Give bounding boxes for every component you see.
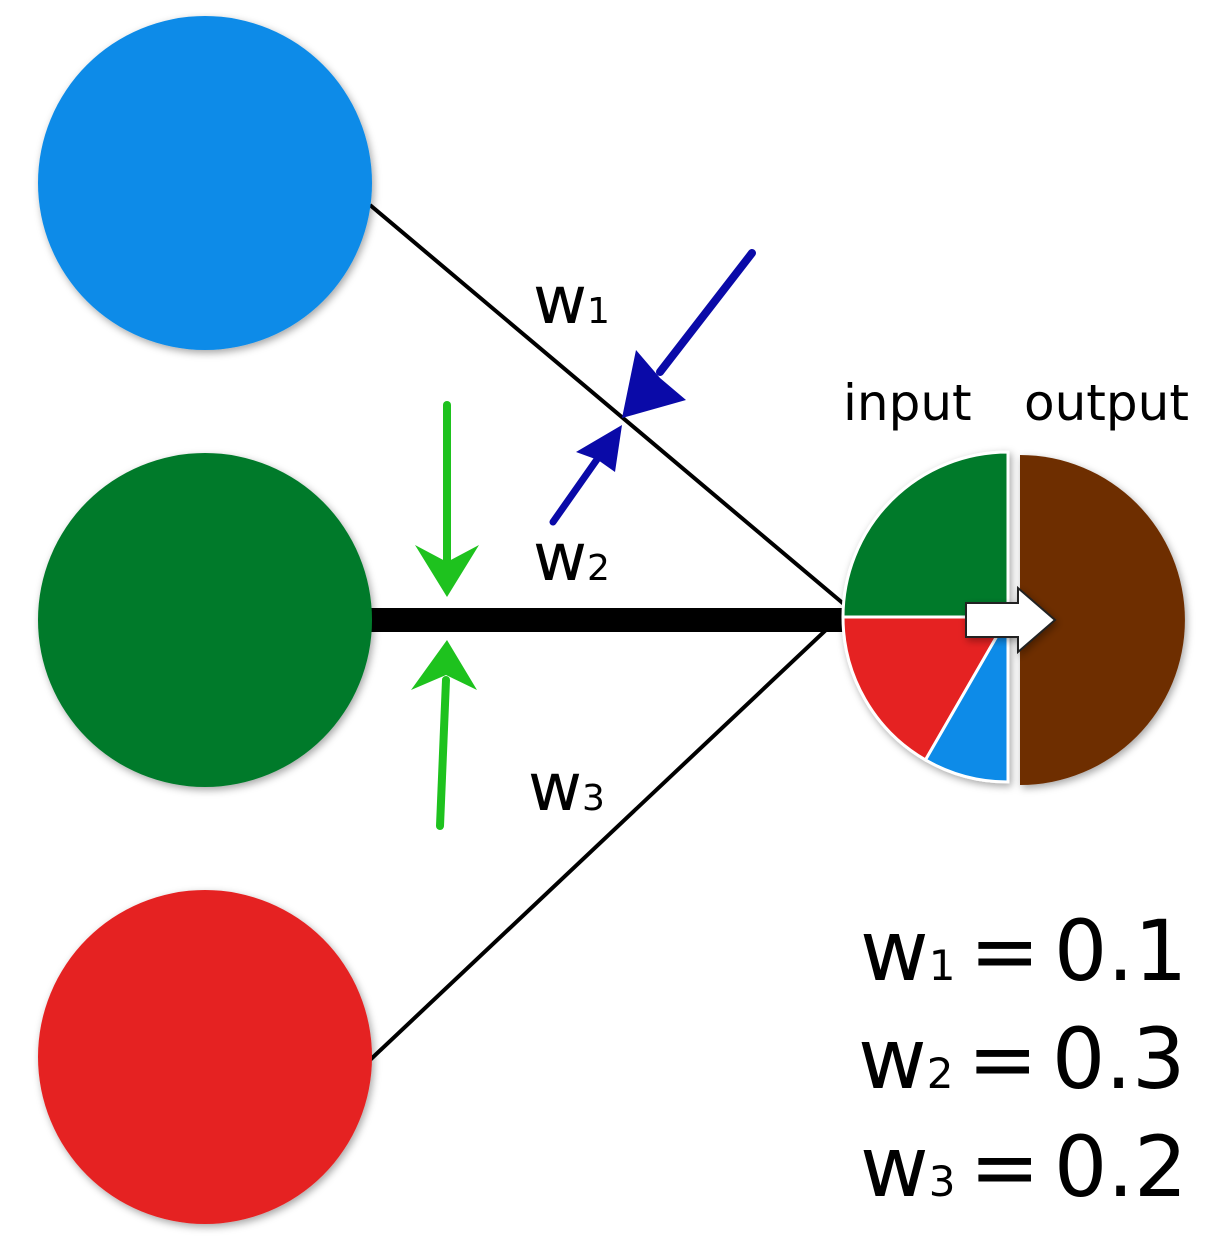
- pie-label-output: output: [1024, 374, 1189, 432]
- edge-label-w2: w2: [533, 519, 610, 596]
- input-node-red: [38, 890, 372, 1224]
- input-node-green: [38, 453, 372, 787]
- equation-w2: w2=0.3: [858, 1010, 1185, 1108]
- edge-label-w1: w1: [533, 262, 610, 339]
- pie-label-input: input: [843, 374, 972, 432]
- edge-label-w3: w3: [528, 749, 605, 826]
- pie-slice-blue: [923, 611, 1010, 784]
- equation-w1: w1=0.1: [860, 902, 1187, 1000]
- edge-w1: [368, 203, 847, 607]
- green-arrow-icons: [411, 401, 479, 830]
- input-node-blue: [38, 16, 372, 350]
- edge-w3: [368, 610, 847, 1062]
- equation-w3: w3=0.2: [860, 1118, 1187, 1216]
- pie-slice-green: [841, 450, 1010, 619]
- pie-output-half: [1020, 455, 1185, 785]
- pie-slice-red: [841, 615, 1011, 762]
- output-node-pie: [841, 450, 1185, 785]
- blue-arrow-icons: [549, 249, 756, 526]
- arrow-right-icon: [965, 585, 1057, 655]
